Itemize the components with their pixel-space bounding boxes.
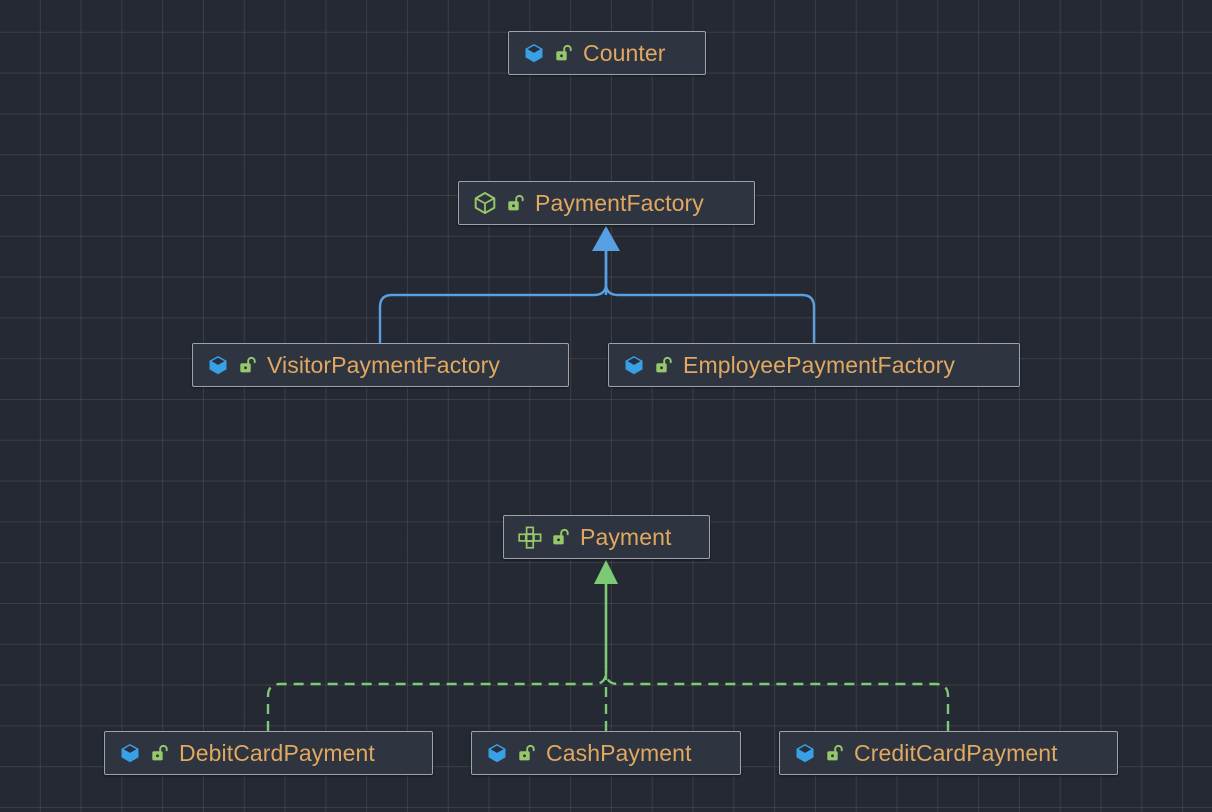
- node-label: VisitorPaymentFactory: [267, 351, 501, 378]
- inheritance-arrowhead: [592, 226, 620, 251]
- node-label: Counter: [583, 39, 666, 66]
- edge-realization-to-payment: [266, 560, 950, 731]
- unlocked-padlock-icon: [239, 355, 258, 375]
- class-cube-icon: [485, 741, 509, 765]
- node-employee-payment-factory[interactable]: EmployeePaymentFactory: [608, 343, 1020, 387]
- node-visitor-payment-factory[interactable]: VisitorPaymentFactory: [192, 343, 569, 387]
- unlocked-padlock-icon: [552, 527, 571, 547]
- node-label: PaymentFactory: [535, 189, 704, 216]
- node-credit-card-payment[interactable]: CreditCardPayment: [779, 731, 1118, 775]
- class-cube-icon: [793, 741, 817, 765]
- node-payment-factory[interactable]: PaymentFactory: [458, 181, 755, 225]
- unlocked-padlock-icon: [151, 743, 170, 763]
- class-cube-icon: [522, 41, 546, 65]
- unlocked-padlock-icon: [507, 193, 526, 213]
- node-cash-payment[interactable]: CashPayment: [471, 731, 741, 775]
- class-cube-icon: [118, 741, 142, 765]
- abstract-class-cube-icon: [472, 190, 498, 216]
- unlocked-padlock-icon: [826, 743, 845, 763]
- class-cube-icon: [206, 353, 230, 377]
- node-label: EmployeePaymentFactory: [683, 351, 955, 378]
- node-debit-card-payment[interactable]: DebitCardPayment: [104, 731, 433, 775]
- class-cube-icon: [622, 353, 646, 377]
- realization-arrowhead: [594, 560, 618, 584]
- node-label: CreditCardPayment: [854, 739, 1058, 766]
- node-label: Payment: [580, 523, 672, 550]
- edge-inheritance-to-payment-factory: [378, 226, 816, 345]
- node-label: CashPayment: [546, 739, 692, 766]
- unlocked-padlock-icon: [555, 43, 574, 63]
- node-label: DebitCardPayment: [179, 739, 375, 766]
- interface-icon: [517, 525, 543, 549]
- unlocked-padlock-icon: [518, 743, 537, 763]
- unlocked-padlock-icon: [655, 355, 674, 375]
- node-payment[interactable]: Payment: [503, 515, 710, 559]
- node-counter[interactable]: Counter: [508, 31, 706, 75]
